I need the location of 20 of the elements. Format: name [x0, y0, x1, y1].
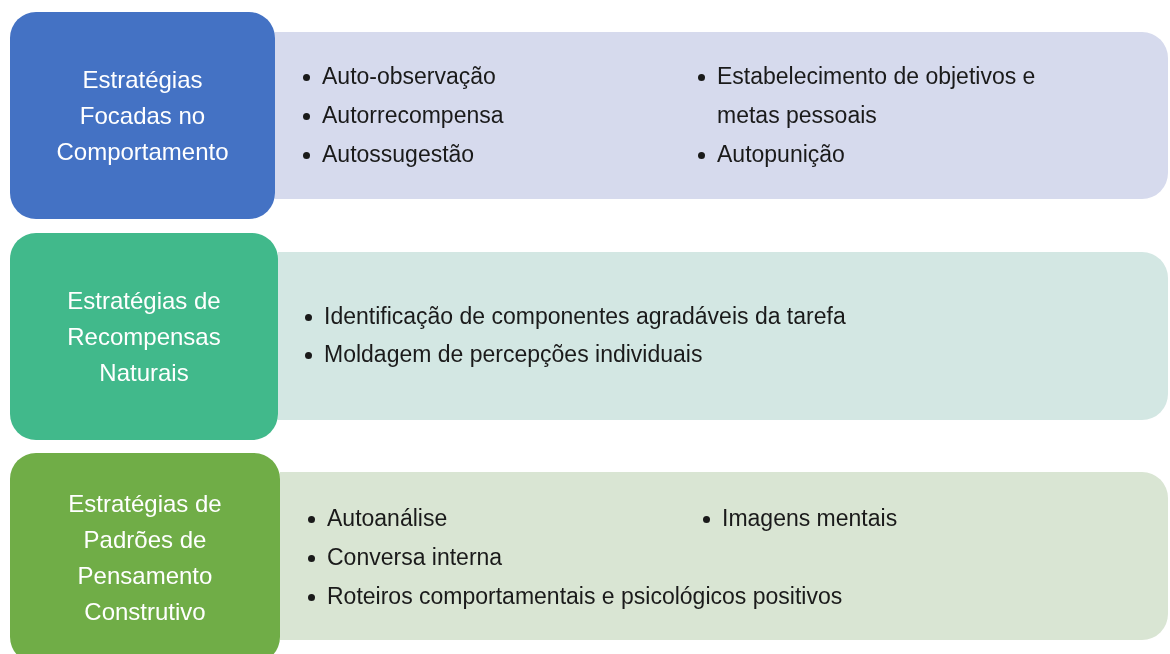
- bullet-item: Conversa interna: [327, 543, 503, 572]
- bullet-item: Roteiros comportamentais e psicológicos positivos: [327, 582, 843, 611]
- bullet-item: Imagens mentais: [722, 504, 898, 533]
- category-title: Estratégias de Recompensas Naturais: [66, 285, 222, 388]
- strategy-panel: [280, 472, 1168, 640]
- strategy-panel: [275, 32, 1168, 199]
- category-title: Estratégias Focadas no Comportamento: [55, 64, 230, 167]
- category-title: Estratégias de Padrões de Pensamento Construtivo: [67, 489, 223, 627]
- strategy-panel: [278, 252, 1168, 420]
- bullet-item: Autopunição: [717, 140, 845, 169]
- category-box: [10, 453, 280, 654]
- bullet-item: Autorrecompensa: [322, 101, 504, 130]
- bullet-item: Autoanálise: [327, 504, 448, 533]
- bullet-item: Auto-observação: [322, 62, 496, 91]
- bullet-item: Estabelecimento de objetivos e metas pessoais: [717, 62, 1037, 130]
- bullet-item: Moldagem de percepções individuais: [324, 340, 703, 369]
- bullet-item: Autossugestão: [322, 140, 475, 169]
- bullet-item: Identificação de componentes agradáveis da tarefa: [324, 302, 846, 331]
- category-box: [10, 12, 275, 219]
- category-box: [10, 233, 278, 440]
